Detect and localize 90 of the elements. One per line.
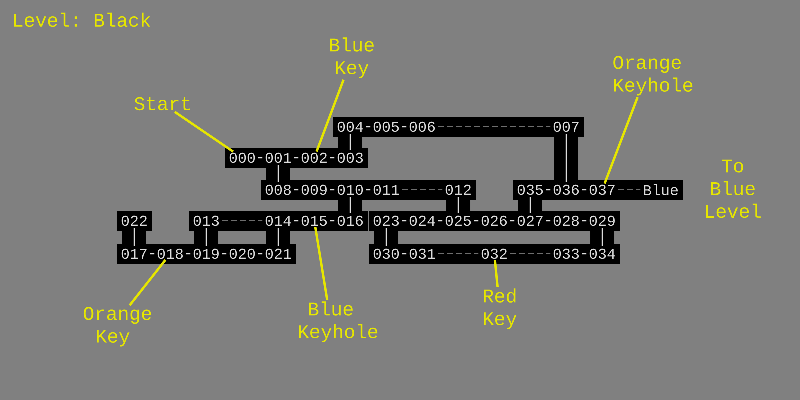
leader-line bbox=[128, 259, 167, 306]
corridor-line bbox=[602, 228, 604, 247]
title: Level: Black bbox=[14, 12, 150, 28]
leader-line bbox=[314, 226, 329, 300]
room-number: 014 bbox=[266, 216, 292, 226]
room-number: 019 bbox=[194, 248, 219, 260]
leader-line bbox=[604, 96, 639, 184]
room-number: 003 bbox=[338, 152, 364, 164]
corridor-line bbox=[402, 220, 407, 222]
corridor-line bbox=[582, 253, 587, 255]
corridor-line bbox=[350, 198, 352, 214]
room-number: 024 bbox=[410, 216, 436, 226]
corridor-line bbox=[458, 198, 460, 214]
corridor-line bbox=[294, 220, 299, 222]
room-number: 015 bbox=[302, 216, 328, 226]
room-number: 025 bbox=[446, 216, 472, 226]
corridor-line bbox=[222, 253, 227, 255]
corridor-line bbox=[366, 189, 371, 191]
corridor-line bbox=[386, 228, 388, 247]
corridor-line bbox=[330, 157, 335, 159]
corridor-line bbox=[294, 157, 299, 159]
room-number: 005 bbox=[374, 122, 400, 132]
room-number: 023 bbox=[374, 216, 400, 226]
room-number: 001 bbox=[266, 152, 292, 164]
annotation: To Blue Level bbox=[706, 160, 761, 218]
room-number: 000 bbox=[230, 152, 256, 164]
room-number: 002 bbox=[302, 152, 327, 164]
corridor-line bbox=[206, 228, 208, 247]
room-number: 013 bbox=[194, 216, 220, 226]
corridor-line bbox=[350, 134, 352, 151]
room-number: 030 bbox=[374, 248, 400, 260]
room-number: 036 bbox=[554, 184, 580, 196]
corridor-line bbox=[222, 220, 263, 222]
room-number: 026 bbox=[482, 216, 508, 226]
corridor-line bbox=[546, 189, 551, 191]
corridor-line bbox=[510, 220, 515, 222]
room-number: 012 bbox=[446, 184, 471, 196]
annotation: Blue Keyhole bbox=[299, 302, 378, 342]
leader-line bbox=[174, 111, 234, 153]
room-number: 031 bbox=[410, 248, 436, 260]
room-number: 037 bbox=[590, 184, 615, 196]
room-number: 016 bbox=[338, 216, 364, 226]
corridor-line bbox=[186, 253, 191, 255]
room-number: 007 bbox=[554, 122, 579, 132]
room-number: 022 bbox=[122, 216, 147, 226]
corridor-line bbox=[530, 198, 532, 214]
room-number: 004 bbox=[338, 122, 364, 132]
room-number: 006 bbox=[410, 122, 436, 132]
corridor-line bbox=[402, 253, 407, 255]
annotation: Start bbox=[134, 97, 190, 111]
room-number: 011 bbox=[374, 184, 400, 196]
room-number: 033 bbox=[554, 248, 580, 260]
corridor-line bbox=[366, 126, 371, 128]
exit-label: Blue bbox=[644, 184, 678, 196]
corridor-line bbox=[330, 220, 335, 222]
corridor-line bbox=[258, 157, 263, 159]
annotation: Blue Key bbox=[330, 38, 374, 78]
corridor-line bbox=[258, 253, 263, 255]
room-number: 027 bbox=[518, 216, 543, 226]
room-number: 010 bbox=[338, 184, 364, 196]
room-number: 032 bbox=[482, 248, 507, 260]
room-number: 018 bbox=[158, 248, 183, 260]
annotation: Orange Keyhole bbox=[614, 56, 693, 96]
room-number: 008 bbox=[266, 184, 291, 196]
corridor-line bbox=[566, 134, 568, 183]
corridor-line bbox=[278, 166, 280, 183]
leader-line bbox=[316, 80, 345, 152]
corridor-line bbox=[582, 189, 587, 191]
corridor-line bbox=[438, 126, 551, 128]
corridor-line bbox=[150, 253, 155, 255]
room-number: 021 bbox=[266, 248, 292, 260]
room-number: 009 bbox=[302, 184, 327, 196]
room-number: 017 bbox=[122, 248, 147, 260]
room-number: 035 bbox=[518, 184, 544, 196]
annotation: Red Key bbox=[484, 288, 517, 330]
room-number: 020 bbox=[230, 248, 256, 260]
corridor-line bbox=[582, 220, 587, 222]
corridor-line bbox=[330, 189, 335, 191]
corridor-line bbox=[402, 126, 407, 128]
corridor-line bbox=[474, 220, 479, 222]
room-number: 029 bbox=[590, 216, 615, 226]
leader-line bbox=[494, 260, 499, 288]
corridor-line bbox=[294, 189, 299, 191]
annotation: Orange Key bbox=[84, 307, 152, 347]
corridor-line bbox=[134, 228, 136, 247]
corridor-line bbox=[438, 220, 443, 222]
room-number: 028 bbox=[554, 216, 579, 226]
corridor-line bbox=[278, 228, 280, 247]
room-number: 034 bbox=[590, 248, 616, 260]
corridor-line bbox=[546, 220, 551, 222]
